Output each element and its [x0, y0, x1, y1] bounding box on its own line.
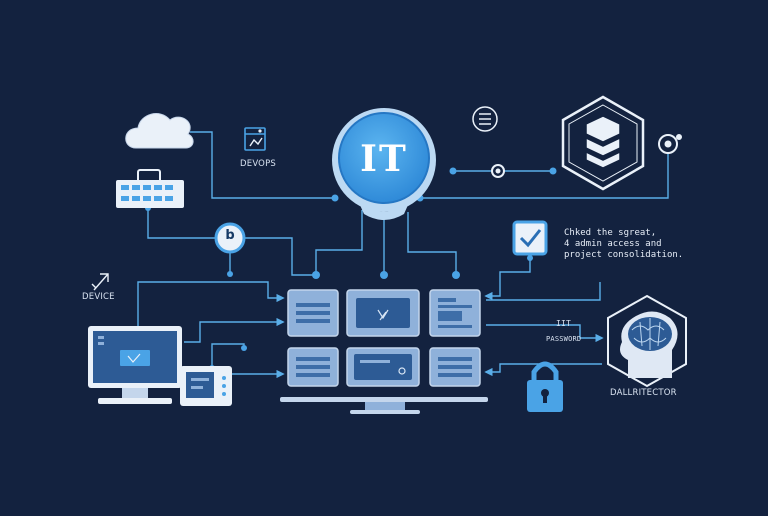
- line-hub-to-crate-right: [420, 150, 669, 199]
- line-checkbox-to-panel: [484, 258, 531, 301]
- hub-label: IT: [360, 138, 408, 180]
- line-tablet-to-panel: [211, 343, 245, 368]
- it-small-sub-label: PASSWORD: [546, 335, 582, 343]
- cloud-icon: [125, 113, 194, 149]
- panel-tile-list-1: [287, 289, 339, 337]
- panel-tile-media: [346, 347, 420, 387]
- checkbox-icon: [512, 220, 548, 256]
- panel-tile-screen: [346, 289, 420, 337]
- devops-label: DEVOPS: [240, 159, 276, 169]
- line-device-to-panel: [137, 281, 285, 326]
- central-panel-grid: [280, 289, 488, 414]
- device-arrow-icon: [91, 273, 109, 291]
- b-node-icon: [214, 222, 246, 254]
- connection-lines: [137, 131, 669, 379]
- b-node-label: b: [225, 228, 235, 243]
- tablet-icon: [180, 366, 232, 406]
- panel-tile-document: [429, 289, 481, 337]
- line-hub-to-center-right: [407, 212, 457, 275]
- it-small-label: IIT: [556, 319, 572, 328]
- camera-icon: [658, 134, 682, 154]
- ai-brain-icon: [607, 294, 687, 388]
- devops-icon: [244, 127, 266, 151]
- menu-icon: [472, 106, 498, 132]
- note-line: Chked the sgreat,: [564, 228, 657, 238]
- panel-tile-list-3: [429, 347, 481, 387]
- junction-ring: [491, 164, 505, 178]
- server-rack-icon: [116, 169, 184, 208]
- it-hub-bulb: [332, 108, 436, 220]
- line-monitor-to-panel: [184, 317, 285, 343]
- line-panel-to-note: [486, 282, 601, 301]
- device-label: DEVICE: [82, 292, 115, 302]
- line-cloud-to-hub: [190, 131, 335, 199]
- consolidation-note: Chked the sgreat, 4 admin access and pro…: [564, 228, 683, 261]
- line-panel-to-ai: [486, 324, 604, 343]
- line-hub-to-center-left: [315, 210, 363, 275]
- note-line: 4 admin access and: [564, 239, 662, 249]
- database-stack-icon: [561, 95, 645, 191]
- line-server-to-bnode: [147, 208, 220, 239]
- padlock-icon: [527, 361, 563, 412]
- line-bnode-right: [240, 237, 316, 276]
- ai-caption: DALLRITECTOR: [610, 388, 677, 398]
- monitor-icon: [88, 326, 182, 404]
- panel-tile-list-2: [287, 347, 339, 387]
- note-line: project consolidation.: [564, 250, 684, 260]
